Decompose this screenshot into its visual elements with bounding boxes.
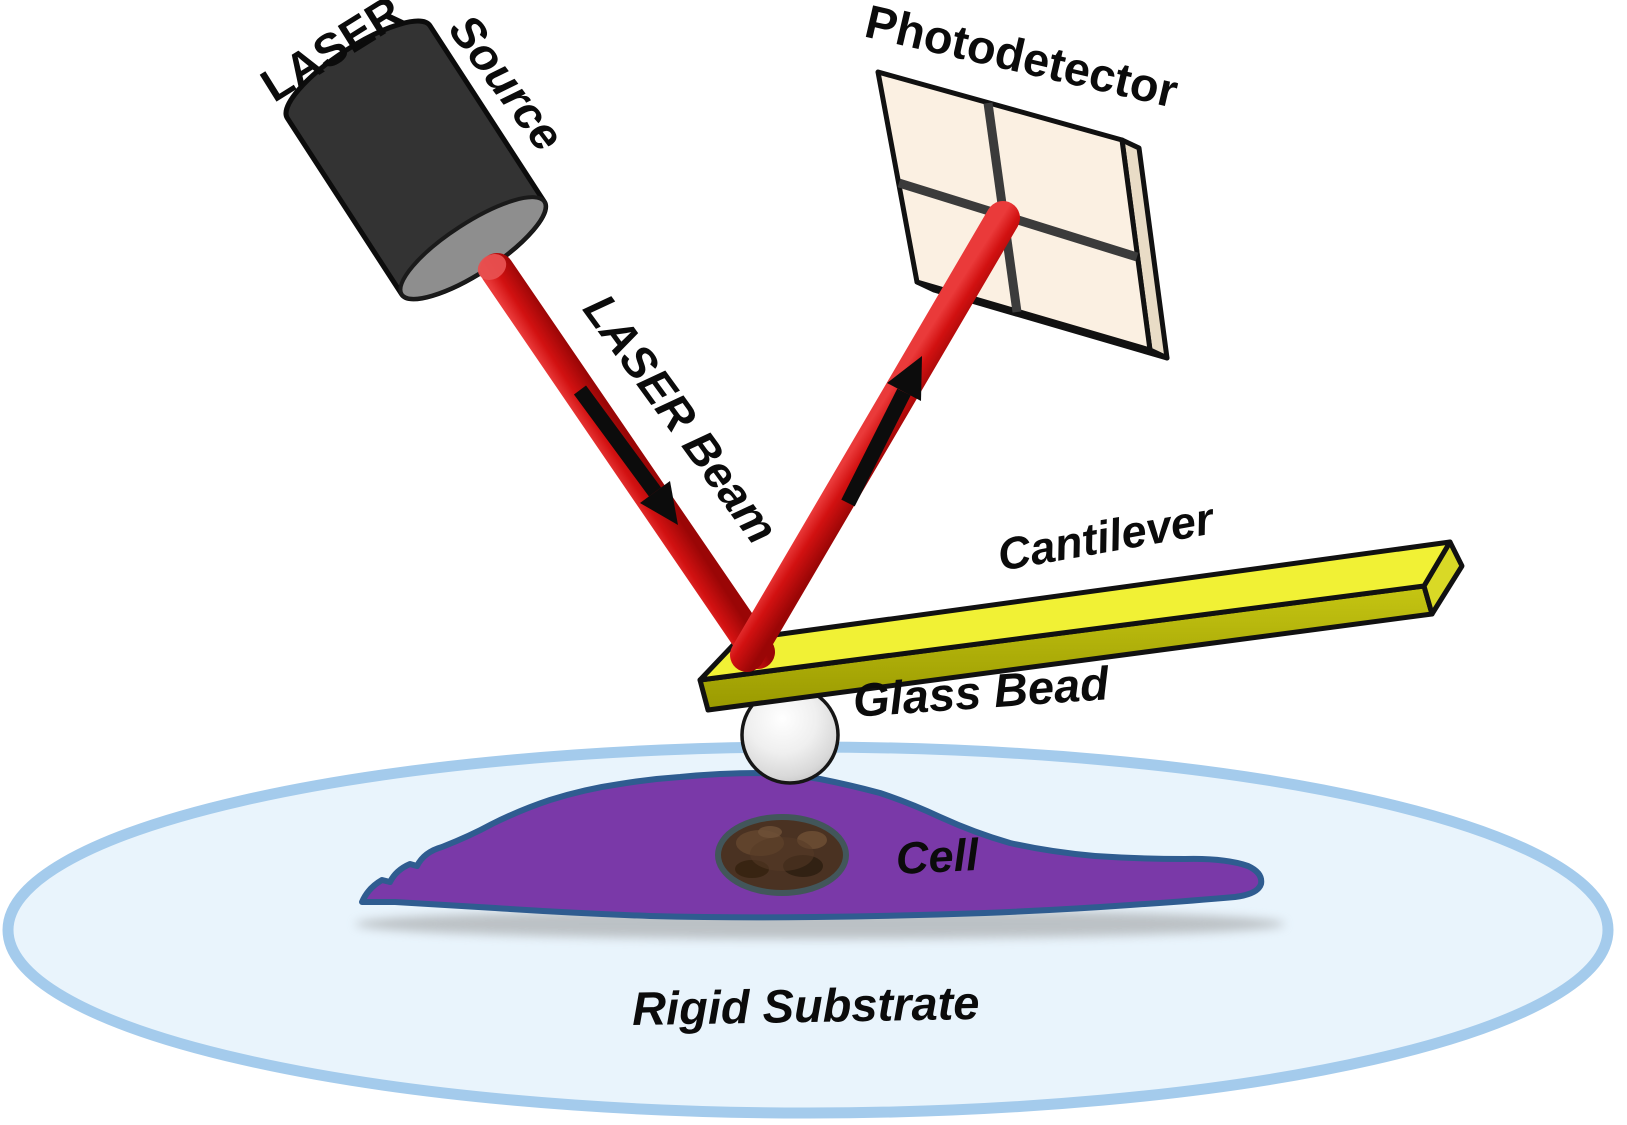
- cell-nucleus: [715, 814, 849, 896]
- cantilever-top-face: [697, 539, 1453, 683]
- cantilever-bar: [697, 539, 1465, 713]
- label-rigid-substrate: Rigid Substrate: [632, 976, 980, 1035]
- beam-exit-highlight: [477, 254, 507, 280]
- label-cell: Cell: [895, 829, 982, 884]
- beam-direction-arrows: [573, 356, 922, 525]
- label-cantilever: Cantilever: [994, 492, 1220, 580]
- incident-beam-arrow: [573, 385, 678, 525]
- reflected-beam-arrow: [841, 356, 922, 507]
- nucleus-texture: [735, 826, 827, 878]
- photodetector-panel: [875, 69, 1170, 361]
- cell-shadow: [355, 909, 1285, 939]
- laser-source-cylinder: [283, 18, 549, 302]
